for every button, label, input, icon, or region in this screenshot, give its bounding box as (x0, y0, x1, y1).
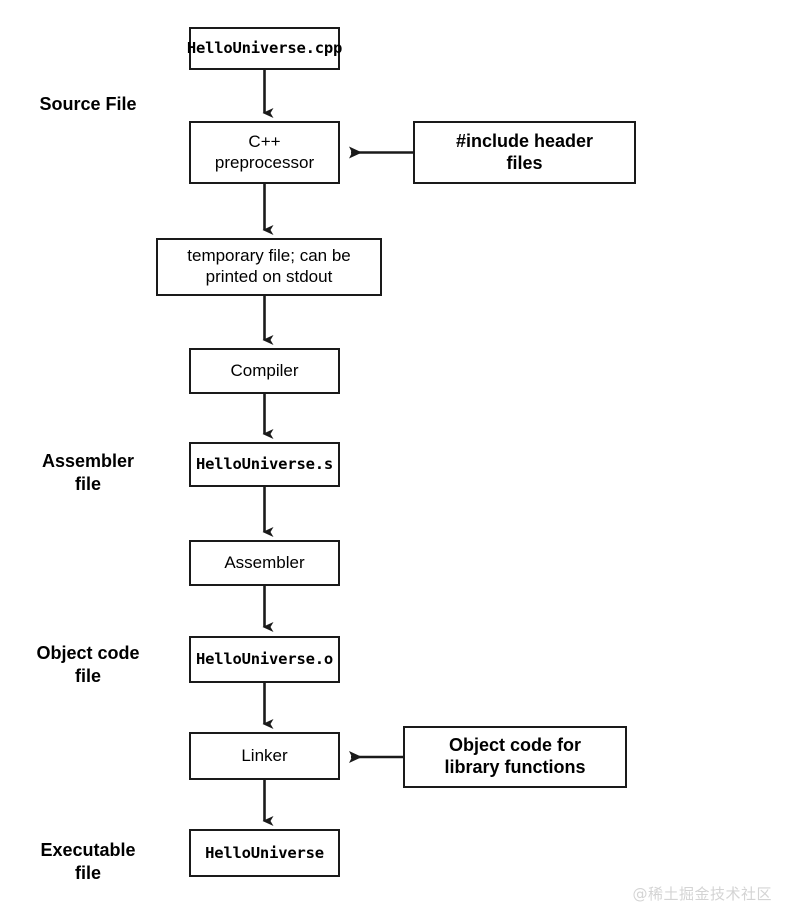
node-linker[interactable]: Linker (189, 732, 340, 780)
node-compiler-label: Compiler (230, 360, 299, 380)
node-compiler[interactable]: Compiler (189, 348, 340, 394)
caption-assembler-file: Assembler file (41, 451, 135, 495)
node-executable-label: HelloUniverse (205, 843, 324, 862)
node-linker-label: Linker (241, 745, 288, 765)
node-temporary-file-label: temporary file; can be printed on stdout (187, 246, 351, 286)
node-assembler[interactable]: Assembler (189, 540, 340, 586)
node-include-headers[interactable]: #include header files (413, 121, 636, 184)
caption-executable-file: Executable file (40, 840, 136, 884)
watermark: @稀土掘金技术社区 (632, 885, 772, 903)
node-executable[interactable]: HelloUniverse (189, 829, 340, 877)
node-cpp-preprocessor[interactable]: C++ preprocessor (189, 121, 340, 184)
node-source-file-label: HelloUniverse.cpp (186, 39, 343, 58)
node-assembler-label: Assembler (224, 552, 305, 572)
node-assembler-source-label: HelloUniverse.s (196, 455, 333, 474)
node-object-file[interactable]: HelloUniverse.o (189, 636, 340, 683)
node-library-objects-label: Object code for library functions (444, 735, 586, 777)
node-cpp-preprocessor-label: C++ preprocessor (214, 131, 315, 172)
caption-object-code-file: Object code file (36, 643, 140, 687)
node-include-headers-label: #include header files (455, 130, 594, 173)
node-temporary-file[interactable]: temporary file; can be printed on stdout (156, 238, 382, 296)
node-object-file-label: HelloUniverse.o (196, 650, 333, 669)
node-source-file[interactable]: HelloUniverse.cpp (186, 27, 343, 70)
caption-source-file: Source File (39, 94, 137, 114)
node-assembler-source[interactable]: HelloUniverse.s (189, 442, 340, 487)
node-library-objects[interactable]: Object code for library functions (403, 726, 627, 788)
